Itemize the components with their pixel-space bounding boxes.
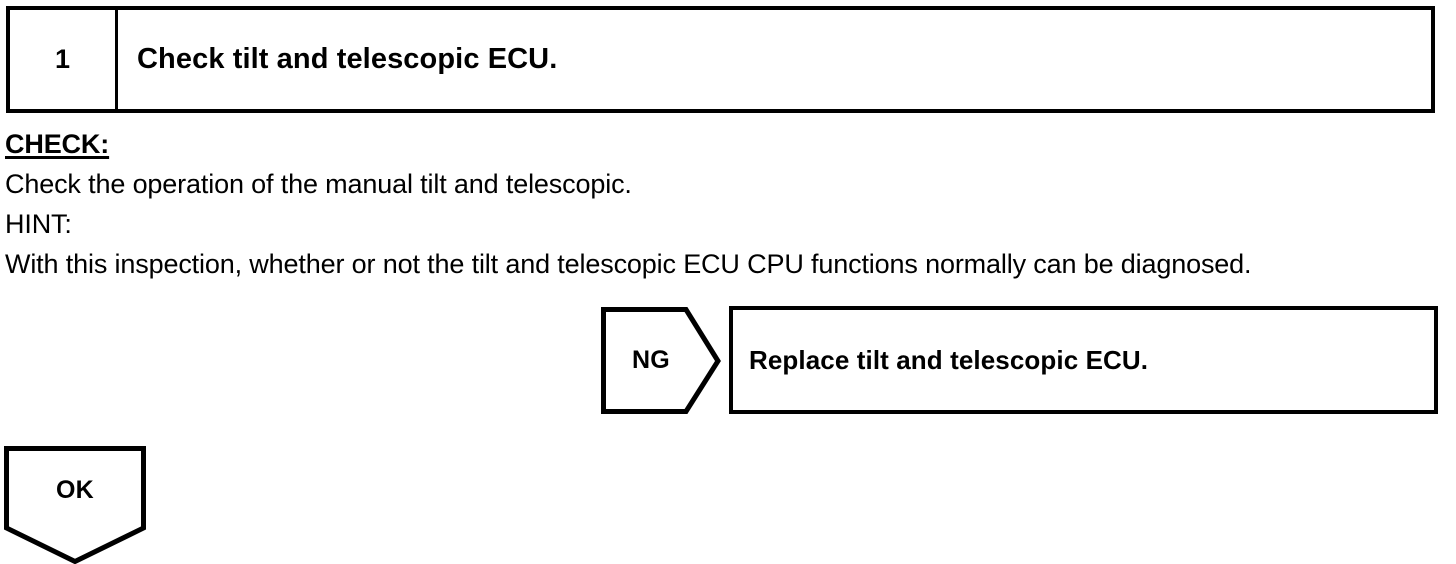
ok-branch-arrow: OK [4,446,146,564]
check-description: Check the operation of the manual tilt a… [5,169,632,199]
hint-label: HINT: [5,209,72,239]
check-label: CHECK: [5,129,110,159]
ng-arrow-shape [601,307,721,414]
step-number-cell: 1 [10,10,118,109]
step-title-cell: Check tilt and telescopic ECU. [118,10,1431,109]
check-label-row: CHECK: [5,124,1456,164]
step-title: Check tilt and telescopic ECU. [137,43,558,75]
ok-branch-label: OK [55,475,95,504]
ng-branch-label: NG [631,346,671,374]
hint-description: With this inspection, whether or not the… [5,249,1252,279]
ng-result-label: Replace tilt and telescopic ECU. [749,345,1149,375]
step-header-table: 1 Check tilt and telescopic ECU. [6,6,1435,113]
step-number: 1 [54,44,71,74]
ng-branch-arrow: NG [601,307,721,414]
ng-result-box: Replace tilt and telescopic ECU. [729,306,1438,414]
ok-arrow-shape [4,446,146,564]
step-body-text: CHECK: Check the operation of the manual… [5,124,1456,284]
